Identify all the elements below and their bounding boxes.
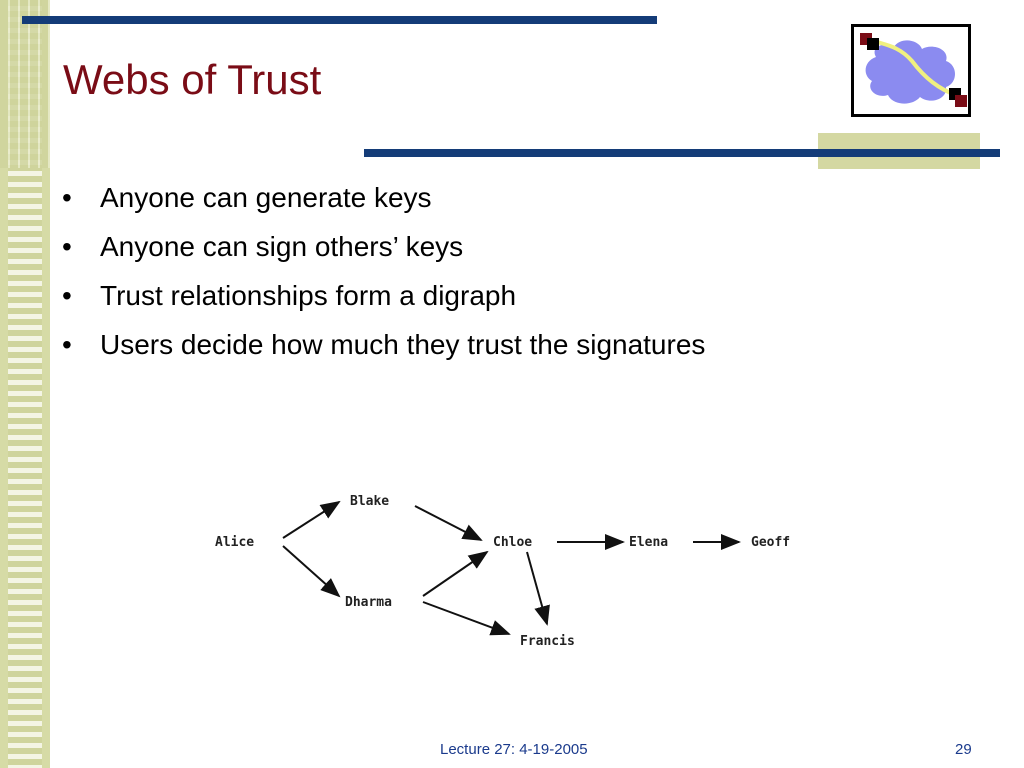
- node-francis: Francis: [520, 634, 575, 649]
- edge-alice-dharma: [282, 545, 341, 598]
- node-dharma: Dharma: [345, 595, 392, 610]
- header-bottom-bar: [364, 149, 1000, 157]
- node-alice: Alice: [215, 535, 254, 550]
- bullet-glyph: •: [62, 231, 72, 262]
- edge-dharma-francis: [422, 601, 511, 636]
- bullet-glyph: •: [62, 182, 72, 213]
- slide-title: Webs of Trust: [63, 56, 322, 103]
- bullet-glyph: •: [62, 329, 72, 360]
- bullet-glyph: •: [62, 280, 72, 311]
- edge-alice-blake: [282, 500, 341, 539]
- trust-digraph: Alice Blake Dharma Chloe Elena Geoff Fra…: [215, 494, 790, 649]
- node-chloe: Chloe: [493, 535, 532, 550]
- bullet-text: Anyone can sign others’ keys: [100, 231, 464, 262]
- bullet-text: Users decide how much they trust the sig…: [100, 329, 706, 360]
- header-top-bar: [22, 16, 657, 24]
- edge-dharma-chloe: [422, 550, 489, 597]
- bullet-text: Anyone can generate keys: [100, 182, 432, 213]
- footer-lecture-label: Lecture 27: 4-19-2005: [440, 741, 588, 758]
- footer-page-number: 29: [955, 741, 972, 758]
- node-blake: Blake: [350, 494, 389, 509]
- network-cloud-icon: [851, 24, 971, 117]
- bullet-text: Trust relationships form a digraph: [100, 280, 517, 311]
- node-geoff: Geoff: [751, 535, 790, 550]
- edge-blake-chloe: [414, 505, 483, 541]
- left-stripe-top-decoration: [0, 0, 50, 168]
- edge-chloe-francis: [526, 551, 550, 626]
- node-elena: Elena: [629, 535, 668, 550]
